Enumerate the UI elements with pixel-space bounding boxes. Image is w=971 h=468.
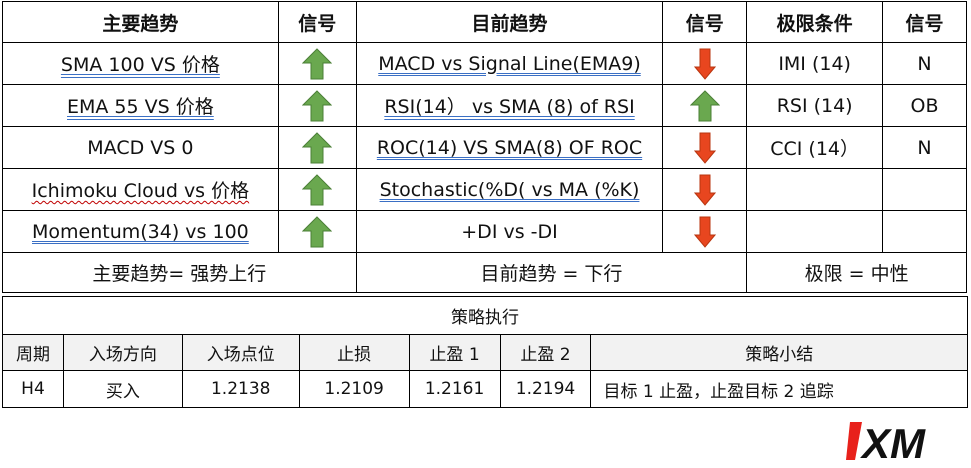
col-stop-loss: 止损 (298, 334, 410, 371)
col-period: 周期 (2, 334, 64, 371)
arrow-up-icon (302, 173, 333, 205)
table-row: MACD VS 0 ROC(14) VS SMA(8) OF ROC CCI (… (2, 126, 967, 169)
current-indicator-label: MACD vs Signal Line(EMA9) (378, 52, 641, 75)
arrow-up-icon (302, 131, 333, 163)
main-indicator: MACD VS 0 (2, 126, 279, 169)
main-signal-cell (277, 42, 357, 85)
extreme-signal (882, 210, 967, 253)
logo-red-stripe (846, 422, 862, 460)
current-indicator: RSI(14） vs SMA (8) of RSI (355, 84, 664, 127)
main-signal-cell (277, 168, 357, 211)
main-indicator-label: Momentum(34) vs 100 (32, 220, 249, 243)
current-indicator: MACD vs Signal Line(EMA9) (355, 42, 664, 85)
arrow-up-icon (302, 47, 333, 79)
val-stop-loss: 1.2109 (298, 370, 410, 408)
xm-logo: XM (846, 420, 926, 464)
col-entry: 入场点位 (181, 334, 300, 371)
extreme-signal: N (882, 42, 967, 85)
arrow-down-icon (693, 132, 716, 164)
summary-current-trend: 目前趋势 = 下行 (355, 252, 748, 293)
val-take-profit-1: 1.2161 (408, 370, 501, 408)
execution-header-row: 周期 入场方向 入场点位 止损 止盈 1 止盈 2 策略小结 (2, 334, 968, 371)
current-indicator: Stochastic(%D( vs MA (%K) (355, 168, 664, 211)
summary-row: 主要趋势= 强势上行 目前趋势 = 下行 极限 = 中性 (2, 252, 967, 293)
val-summary: 目标 1 止盈，止盈目标 2 追踪 (590, 370, 968, 408)
main-indicator-label: EMA 55 VS 价格 (67, 96, 214, 118)
header-row: 主要趋势 信号 目前趋势 信号 极限条件 信号 (2, 1, 967, 43)
arrow-up-icon (302, 215, 333, 247)
summary-main-trend: 主要趋势= 强势上行 (2, 252, 357, 293)
extreme-indicator: RSI (14) (746, 84, 884, 127)
arrow-down-icon (693, 216, 716, 248)
main-indicator: Ichimoku Cloud vs 价格 (2, 168, 279, 211)
main-indicator: EMA 55 VS 价格 (2, 84, 279, 127)
current-signal-cell (662, 168, 748, 211)
extreme-signal (882, 168, 967, 211)
header-signal-1: 信号 (277, 1, 357, 43)
current-indicator: ROC(14) VS SMA(8) OF ROC (355, 126, 664, 169)
main-signal-cell (277, 84, 357, 127)
main-signal-cell (277, 126, 357, 169)
strategy-execution-table: 策略执行 周期 入场方向 入场点位 止损 止盈 1 止盈 2 策略小结 H4 买… (2, 296, 968, 408)
main-indicator: Momentum(34) vs 100 (2, 210, 279, 253)
header-current-trend: 目前趋势 (355, 1, 664, 43)
table-row: EMA 55 VS 价格 RSI(14） vs SMA (8) of RSI R… (2, 84, 967, 127)
arrow-down-icon (693, 174, 716, 206)
current-indicator-label: Stochastic(%D( vs MA (%K) (379, 178, 640, 201)
extreme-indicator (746, 168, 884, 211)
col-take-profit-1: 止盈 1 (408, 334, 501, 371)
table-row: Ichimoku Cloud vs 价格 Stochastic(%D( vs M… (2, 168, 967, 211)
extreme-indicator: IMI (14) (746, 42, 884, 85)
arrow-up-icon (689, 89, 720, 121)
val-entry: 1.2138 (181, 370, 300, 408)
val-period: H4 (2, 370, 64, 408)
extreme-signal: N (882, 126, 967, 169)
extreme-signal: OB (882, 84, 967, 127)
execution-title: 策略执行 (2, 296, 968, 335)
main-indicator-label: Ichimoku Cloud vs 价格 (31, 180, 250, 202)
current-signal-cell (662, 210, 748, 253)
arrow-down-icon (693, 48, 716, 80)
current-indicator: +DI vs -DI (355, 210, 664, 253)
val-direction: 买入 (62, 370, 183, 408)
col-take-profit-2: 止盈 2 (499, 334, 592, 371)
summary-extreme: 极限 = 中性 (746, 252, 967, 293)
execution-values-row: H4 买入 1.2138 1.2109 1.2161 1.2194 目标 1 止… (2, 370, 968, 408)
logo-text: XM (860, 420, 926, 464)
table-row: Momentum(34) vs 100 +DI vs -DI (2, 210, 967, 253)
main-signal-cell (277, 210, 357, 253)
header-signal-3: 信号 (882, 1, 967, 43)
header-main-trend: 主要趋势 (2, 1, 279, 43)
current-signal-cell (662, 42, 748, 85)
col-direction: 入场方向 (62, 334, 183, 371)
extreme-indicator (746, 210, 884, 253)
signal-table: 主要趋势 信号 目前趋势 信号 极限条件 信号 SMA 100 VS 价格 MA… (2, 1, 967, 293)
table-row: SMA 100 VS 价格 MACD vs Signal Line(EMA9) … (2, 42, 967, 85)
current-signal-cell (662, 84, 748, 127)
current-indicator-label: ROC(14) VS SMA(8) OF ROC (376, 136, 643, 159)
main-indicator: SMA 100 VS 价格 (2, 42, 279, 85)
arrow-up-icon (302, 89, 333, 121)
main-indicator-label: SMA 100 VS 价格 (60, 54, 220, 76)
col-summary: 策略小结 (590, 334, 968, 371)
current-signal-cell (662, 126, 748, 169)
header-signal-2: 信号 (662, 1, 748, 43)
execution-title-row: 策略执行 (2, 296, 968, 335)
extreme-indicator: CCI (14） (746, 126, 884, 169)
val-take-profit-2: 1.2194 (499, 370, 592, 408)
current-indicator-label: RSI(14） vs SMA (8) of RSI (384, 96, 635, 118)
header-extreme: 极限条件 (746, 1, 884, 43)
